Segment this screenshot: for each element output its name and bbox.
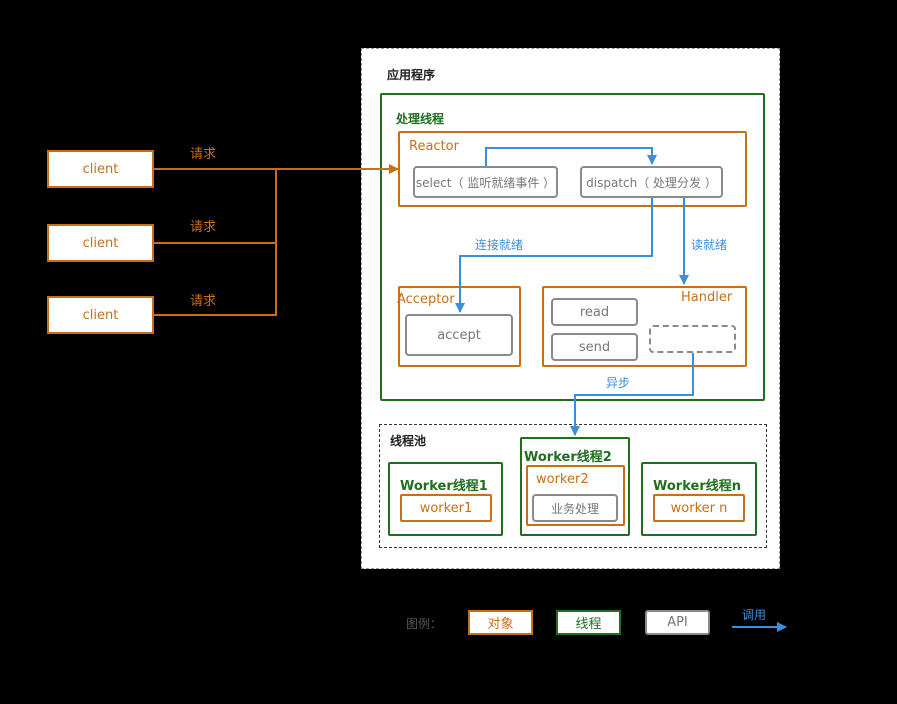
thread-pool-title: 线程池 <box>390 434 427 448</box>
client-box-1: client <box>47 150 154 188</box>
accept-api-label: accept <box>437 327 481 343</box>
read-api: read <box>551 298 638 326</box>
dispatch-api: dispatch（ 处理分发 ） <box>580 166 723 198</box>
request-line-3 <box>154 169 277 316</box>
legend-thread-label: 线程 <box>575 617 602 632</box>
request-label-1: 请求 <box>190 147 217 162</box>
send-api-label: send <box>578 339 611 355</box>
request-lines <box>154 164 399 316</box>
reactor-title: Reactor <box>409 139 459 154</box>
edge-label-async: 异步 <box>606 376 631 390</box>
edge-label-connect-ready: 连接就绪 <box>475 238 524 252</box>
call-lines <box>455 147 787 632</box>
request-line-2 <box>154 169 277 244</box>
request-label-2: 请求 <box>190 220 217 235</box>
client-label: client <box>82 235 119 251</box>
worker-thread-n-title: Worker线程n <box>653 479 741 494</box>
select-api-label: select（ 监听就绪事件 ） <box>415 175 556 190</box>
legend-object: 对象 <box>468 610 533 635</box>
request-label-3: 请求 <box>190 294 217 309</box>
worker2-object-label: worker2 <box>536 472 589 487</box>
legend-thread: 线程 <box>556 610 621 635</box>
client-box-2: client <box>47 224 154 262</box>
workern-object: worker n <box>653 494 745 522</box>
select-api: select（ 监听就绪事件 ） <box>413 166 558 198</box>
business-api: 业务处理 <box>532 494 618 522</box>
legend-object-label: 对象 <box>487 617 514 632</box>
worker1-object-label: worker1 <box>419 500 473 516</box>
client-label: client <box>82 161 119 177</box>
select-to-dispatch <box>485 147 657 166</box>
read-api-label: read <box>579 304 610 320</box>
worker1-object: worker1 <box>400 494 492 522</box>
dispatch-to-acceptor <box>455 198 653 313</box>
send-api: send <box>551 333 638 361</box>
legend-label: 图例： <box>406 617 443 631</box>
dispatch-api-label: dispatch（ 处理分发 ） <box>586 175 717 190</box>
workern-object-label: worker n <box>670 500 728 516</box>
client-label: client <box>82 307 119 323</box>
client-box-3: client <box>47 296 154 334</box>
process-thread-title: 处理线程 <box>396 112 445 126</box>
legend-call-label: 调用 <box>742 608 767 622</box>
application-title: 应用程序 <box>387 68 436 82</box>
async-placeholder <box>649 325 736 353</box>
business-api-label: 业务处理 <box>550 501 599 516</box>
handler-to-worker2 <box>570 353 694 436</box>
legend-api: API <box>645 610 710 635</box>
legend-api-label: API <box>667 615 688 630</box>
worker-thread-1-title: Worker线程1 <box>400 479 488 494</box>
accept-api: accept <box>405 314 513 356</box>
handler-title: Handler <box>681 290 733 305</box>
edge-label-read-ready: 读就绪 <box>691 238 728 252</box>
worker-thread-2-title: Worker线程2 <box>524 450 612 465</box>
acceptor-title: Acceptor <box>397 292 455 307</box>
